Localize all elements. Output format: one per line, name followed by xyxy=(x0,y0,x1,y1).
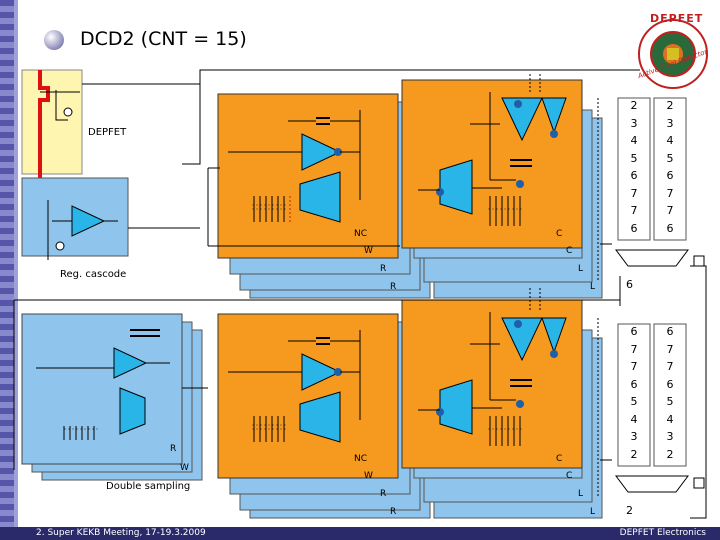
lower-c1-label: C xyxy=(556,454,563,464)
table-cell: 7 xyxy=(666,360,674,373)
table-cell: 6 xyxy=(666,169,674,182)
table-cell: 5 xyxy=(630,151,638,165)
reg-cascode-panel xyxy=(21,177,129,260)
slide-title: DCD2 (CNT = 15) xyxy=(80,28,247,50)
table-cell: 3 xyxy=(666,116,674,130)
lower-r2-label: R xyxy=(390,507,397,517)
double-sampling-label: Double sampling xyxy=(106,481,191,492)
table-cell: 2 xyxy=(630,99,638,112)
upper-mux-value: 6 xyxy=(626,278,633,291)
upper-w-label: W xyxy=(364,246,373,256)
lower-multiplexer xyxy=(615,475,689,493)
reg-cascode-label: Reg. cascode xyxy=(60,269,127,280)
table-cell: 6 xyxy=(630,221,638,235)
upper-c2-label: C xyxy=(566,246,573,256)
lower-c2-label: C xyxy=(566,471,573,481)
depfet-label: DEPFET xyxy=(88,127,127,138)
signal-wires xyxy=(13,69,707,519)
table-cell: 7 xyxy=(630,186,638,200)
footer-topic: DEPFET Electronics xyxy=(619,528,706,538)
sidebar-accent xyxy=(14,0,18,540)
lower-l2-label: L xyxy=(590,507,596,517)
table-cell: 7 xyxy=(666,186,674,200)
table-cell: 4 xyxy=(666,412,674,426)
lower-nc-label: NC xyxy=(354,454,368,464)
table-cell: 7 xyxy=(630,360,638,373)
upper-r2-label: R xyxy=(390,282,397,292)
table-cell: 6 xyxy=(630,325,638,338)
table-cell: 7 xyxy=(630,204,638,217)
depfet-logo xyxy=(638,19,708,89)
table-cell: 6 xyxy=(630,169,638,182)
upper-c1-label: C xyxy=(556,229,563,239)
upper-l2-label: L xyxy=(590,282,596,292)
lower-mux-value: 2 xyxy=(626,504,633,517)
lower-r1-label: R xyxy=(380,489,387,499)
table-cell: 7 xyxy=(666,204,674,217)
upper-r1-label: R xyxy=(380,264,387,274)
upper-l1-label: L xyxy=(578,264,584,274)
double-sampling-panel xyxy=(21,313,203,481)
table-cell: 4 xyxy=(666,134,674,147)
table-cell: 7 xyxy=(666,342,674,356)
table-cell: 3 xyxy=(630,116,638,130)
upper-table-col1: 2 3 4 5 6 7 7 6 xyxy=(618,99,650,239)
lower-l1-label: L xyxy=(578,489,584,499)
table-cell: 6 xyxy=(666,377,674,391)
lower-table-col1: 6 7 7 6 5 4 3 2 xyxy=(618,325,650,465)
left-r-label: R xyxy=(170,444,177,454)
table-cell: 3 xyxy=(630,430,638,443)
table-cell: 2 xyxy=(666,99,674,112)
sidebar-stripe xyxy=(0,0,14,540)
table-cell: 2 xyxy=(666,447,674,461)
upper-channel-panels xyxy=(207,79,603,299)
table-cell: 3 xyxy=(666,430,674,443)
table-cell: 6 xyxy=(666,221,674,235)
table-cell: 4 xyxy=(630,412,638,426)
title-bullet-icon xyxy=(44,30,64,50)
table-cell: 6 xyxy=(630,377,638,391)
table-cell: 6 xyxy=(666,325,674,338)
logo-top-text: DEPFET xyxy=(650,12,704,25)
lower-w-label: W xyxy=(364,471,373,481)
lower-table-col2: 6 7 7 6 5 4 3 2 xyxy=(654,325,686,465)
footer-bar xyxy=(0,527,720,540)
table-cell: 5 xyxy=(666,395,674,408)
upper-table-col2: 2 3 4 5 6 7 7 6 xyxy=(654,99,686,239)
table-cell: 5 xyxy=(630,395,638,408)
left-w-label: W xyxy=(180,463,189,473)
upper-multiplexer xyxy=(615,249,689,267)
upper-table-frame xyxy=(617,97,687,241)
footer-meeting: 2. Super KEKB Meeting, 17-19.3.2009 xyxy=(36,528,206,538)
table-cell: 7 xyxy=(630,342,638,356)
lower-channel-panels xyxy=(217,299,603,519)
depfet-pixel-panel xyxy=(21,69,83,203)
table-cell: 4 xyxy=(630,134,638,147)
lower-table-frame xyxy=(617,323,687,467)
table-cell: 5 xyxy=(666,151,674,165)
upper-nc-label: NC xyxy=(354,229,368,239)
table-cell: 2 xyxy=(630,447,638,461)
